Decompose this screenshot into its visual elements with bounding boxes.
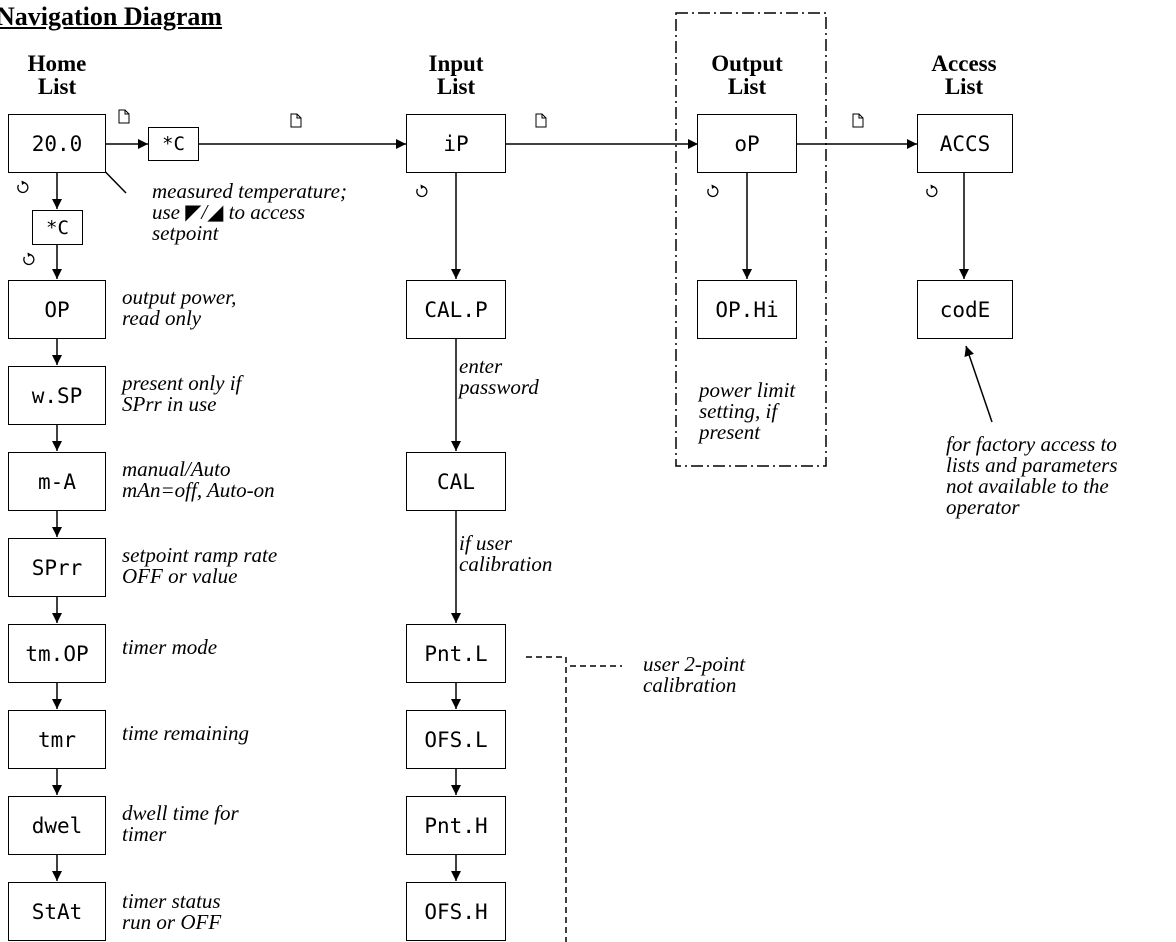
- home-item-wsp: w.SP: [8, 366, 106, 425]
- home-item-dwel: dwel: [8, 796, 106, 855]
- note-line: password: [459, 375, 539, 399]
- home-note-sprr: setpoint ramp rate OFF or value: [122, 545, 277, 587]
- input-list-heading: Input List: [406, 52, 506, 98]
- heading-line: List: [944, 74, 984, 99]
- scroll-key-icon: [17, 180, 29, 194]
- input-item-pntl: Pnt.L: [406, 624, 506, 683]
- output-item-ophi: OP.Hi: [697, 280, 797, 339]
- note-line: timer mode: [122, 635, 218, 659]
- page-key-icon: [290, 113, 302, 128]
- password-note: enter password: [459, 356, 539, 398]
- note-line: not available to the: [946, 474, 1109, 498]
- home-note-wsp: present only if SPrr in use: [122, 373, 241, 415]
- units-display-next: *C: [148, 127, 199, 161]
- note-line: OFF or value: [122, 564, 238, 588]
- access-list-head: ACCS: [917, 114, 1013, 173]
- note-line: calibration: [643, 673, 737, 697]
- power-limit-note: power limit setting, if present: [699, 380, 795, 443]
- scroll-key-icon: [416, 184, 428, 198]
- input-item-cal: CAL: [406, 452, 506, 511]
- note-line: user 2-point: [643, 652, 746, 676]
- home-item-stat: StAt: [8, 882, 106, 941]
- output-list-head: oP: [697, 114, 797, 173]
- heading-line: List: [37, 74, 77, 99]
- note-line: for factory access to: [946, 432, 1117, 456]
- home-item-sprr: SPrr: [8, 538, 106, 597]
- note-line: setpoint: [152, 221, 219, 245]
- note-line: operator: [946, 495, 1020, 519]
- input-list-head: iP: [406, 114, 506, 173]
- note-line: dwell time for: [122, 801, 239, 825]
- note-line: present: [699, 420, 761, 444]
- note-line: enter: [459, 354, 503, 378]
- note-line: setpoint ramp rate: [122, 543, 278, 567]
- note-line: use ◤/◢ to access: [152, 200, 306, 224]
- note-line: setting, if: [699, 399, 778, 423]
- note-line: timer: [122, 822, 167, 846]
- home-list-heading: Home List: [12, 52, 102, 98]
- scroll-key-icon: [23, 252, 35, 266]
- measured-temperature-display: 20.0: [8, 114, 106, 173]
- note-line: manual/Auto: [122, 457, 231, 481]
- home-note-op: output power, read only: [122, 287, 236, 329]
- user-calibration-note: if user calibration: [459, 533, 552, 575]
- note-line: if user: [459, 531, 513, 555]
- note-line: power limit: [699, 378, 796, 402]
- home-item-tmr: tmr: [8, 710, 106, 769]
- heading-line: List: [727, 74, 767, 99]
- note-line: present only if: [122, 371, 242, 395]
- input-item-pnth: Pnt.H: [406, 796, 506, 855]
- heading-line: Access: [931, 51, 997, 76]
- heading-line: Output: [711, 51, 783, 76]
- page-key-icon: [535, 113, 547, 128]
- heading-line: Input: [428, 51, 484, 76]
- input-item-ofsl: OFS.L: [406, 710, 506, 769]
- home-note-ma: manual/Auto mAn=off, Auto-on: [122, 459, 275, 501]
- factory-access-note: for factory access to lists and paramete…: [946, 434, 1118, 518]
- note-line: mAn=off, Auto-on: [122, 478, 275, 502]
- note-line: time remaining: [122, 721, 249, 745]
- heading-line: Home: [27, 51, 87, 76]
- page-key-icon: [852, 113, 864, 128]
- home-note-tmr: time remaining: [122, 723, 249, 744]
- note-line: read only: [122, 306, 202, 330]
- note-line: output power,: [122, 285, 237, 309]
- heading-line: List: [436, 74, 476, 99]
- scroll-key-icon: [707, 184, 719, 198]
- home-item-tmop: tm.OP: [8, 624, 106, 683]
- home-item-ma: m-A: [8, 452, 106, 511]
- temperature-note: measured temperature; use ◤/◢ to access …: [152, 181, 347, 244]
- home-note-tmop: timer mode: [122, 637, 217, 658]
- access-list-heading: Access List: [914, 52, 1014, 98]
- home-note-stat: timer status run or OFF: [122, 891, 221, 933]
- diagram-title: Navigation Diagram: [0, 2, 223, 31]
- note-line: SPrr in use: [122, 392, 217, 416]
- two-point-calibration-note: user 2-point calibration: [643, 654, 745, 696]
- note-line: measured temperature;: [152, 179, 347, 203]
- page-key-icon: [118, 109, 130, 124]
- units-display: *C: [32, 210, 83, 245]
- input-item-calp: CAL.P: [406, 280, 506, 339]
- note-line: timer status: [122, 889, 221, 913]
- output-list-heading: Output List: [697, 52, 797, 98]
- scroll-key-icon: [926, 184, 938, 198]
- note-line: run or OFF: [122, 910, 222, 934]
- input-item-ofsh: OFS.H: [406, 882, 506, 941]
- note-line: calibration: [459, 552, 553, 576]
- home-item-op: OP: [8, 280, 106, 339]
- note-line: lists and parameters: [946, 453, 1118, 477]
- home-note-dwel: dwell time for timer: [122, 803, 239, 845]
- access-item-code: codE: [917, 280, 1013, 339]
